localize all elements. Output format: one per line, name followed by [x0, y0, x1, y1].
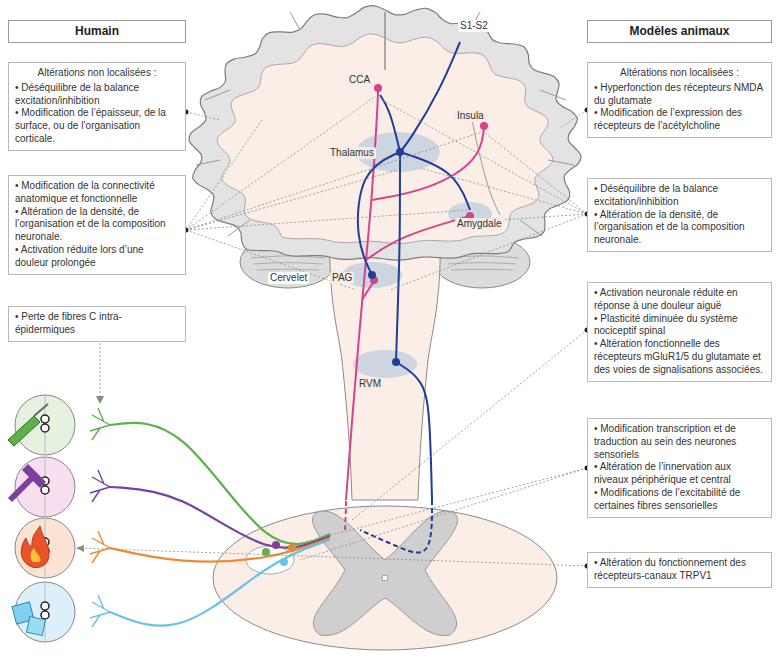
sensory-fibre: [110, 487, 330, 548]
descending-pathway: [358, 42, 470, 553]
ganglion: [246, 546, 294, 574]
box-text: Modèles animaux: [592, 24, 767, 39]
text-box: • Altération du fonctionnement des récep…: [587, 552, 772, 588]
region-label: Thalamus: [328, 147, 376, 159]
region-label: Cervelet: [268, 272, 309, 284]
box-text: • Modification de la connectivité anatom…: [15, 180, 179, 206]
arrow-head: [96, 396, 104, 404]
region-label: CCA: [347, 74, 372, 86]
text-box: • Modification de la connectivité anatom…: [8, 175, 186, 275]
grey-matter: [312, 511, 457, 635]
text-box: • Perte de fibres C intra-épidermiques: [8, 306, 186, 342]
column-header: Humain: [8, 20, 186, 43]
nucleus: [353, 350, 417, 378]
region-label: S1-S2: [458, 20, 490, 32]
box-text: • Modification de l’expression des récep…: [594, 107, 765, 133]
box-text: • Hyperfonction des récepteurs NMDA du g…: [594, 82, 765, 108]
text-box: • Activation neuronale réduite en répons…: [587, 282, 772, 382]
brain-cortex: [189, 6, 581, 260]
sensory-fibre: [110, 538, 330, 562]
region-label: Insula: [455, 110, 486, 122]
region-label: PAG: [330, 272, 354, 284]
box-text: • Altération du fonctionnement des récep…: [594, 557, 765, 583]
box-text: • Activation réduite lors d’une douleur …: [15, 244, 179, 270]
box-heading: Altérations non localisées :: [15, 67, 179, 80]
box-text: • Activation neuronale réduite en répons…: [594, 287, 765, 313]
box-heading: Altérations non localisées :: [594, 67, 765, 80]
box-text: • Altération fonctionnelle des récepteur…: [594, 338, 765, 376]
brainstem: [330, 230, 441, 500]
region-label: Amygdale: [455, 218, 503, 230]
text-box: • Modification transcription et de tradu…: [587, 418, 772, 518]
box-text: • Modification de l’épaisseur, de la sur…: [15, 107, 179, 145]
anatomy: [8, 6, 581, 650]
box-text: • Altération de la densité, de l’organis…: [15, 206, 179, 244]
box-text: • Déséquilibre de la balance excitation/…: [15, 82, 179, 108]
box-text: • Modification transcription et de tradu…: [594, 423, 765, 461]
box-text: • Plasticité diminuée du système nocicep…: [594, 313, 765, 339]
sensory-fibre: [110, 540, 330, 626]
region-label: RVM: [357, 378, 383, 390]
text-box: Altérations non localisées : • Déséquilib…: [8, 62, 186, 151]
box-text: • Déséquilibre de la balance excitation/…: [594, 183, 765, 209]
stimuli: [8, 395, 330, 642]
spinal-cord: [213, 506, 557, 650]
box-text: Humain: [13, 24, 181, 39]
box-text: • Altération de l’innervation aux niveau…: [594, 461, 765, 487]
arrow-head: [76, 545, 84, 552]
text-box: Altérations non localisées : • Hyperfonct…: [587, 62, 772, 138]
column-header: Modèles animaux: [587, 20, 772, 43]
text-box: • Déséquilibre de la balance excitation/…: [587, 178, 772, 252]
box-text: • Altération de la densité, de l’organis…: [594, 209, 765, 247]
sensory-fibre: [110, 423, 330, 544]
box-text: • Modifications de l’excitabilité de cer…: [594, 487, 765, 513]
box-text: • Perte de fibres C intra-épidermiques: [15, 311, 179, 337]
